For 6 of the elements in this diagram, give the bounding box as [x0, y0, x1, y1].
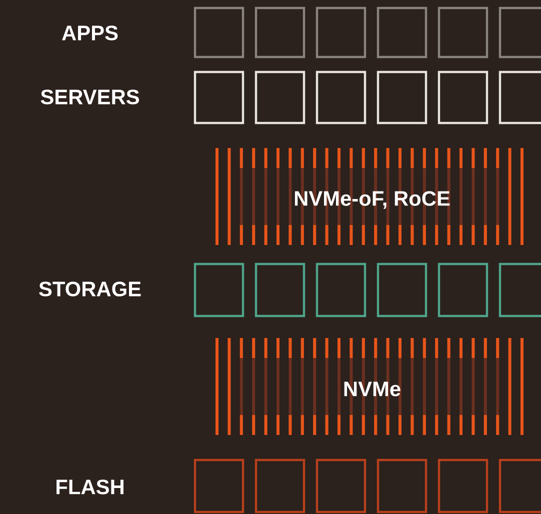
bus-band: NVMe-oF, RoCE [216, 148, 524, 245]
row-label: SERVERS [40, 90, 139, 104]
row-label: STORAGE [39, 282, 141, 296]
row-label: APPS [62, 26, 118, 40]
bus-band: NVMe [216, 338, 524, 435]
row-label: FLASH [56, 480, 124, 494]
